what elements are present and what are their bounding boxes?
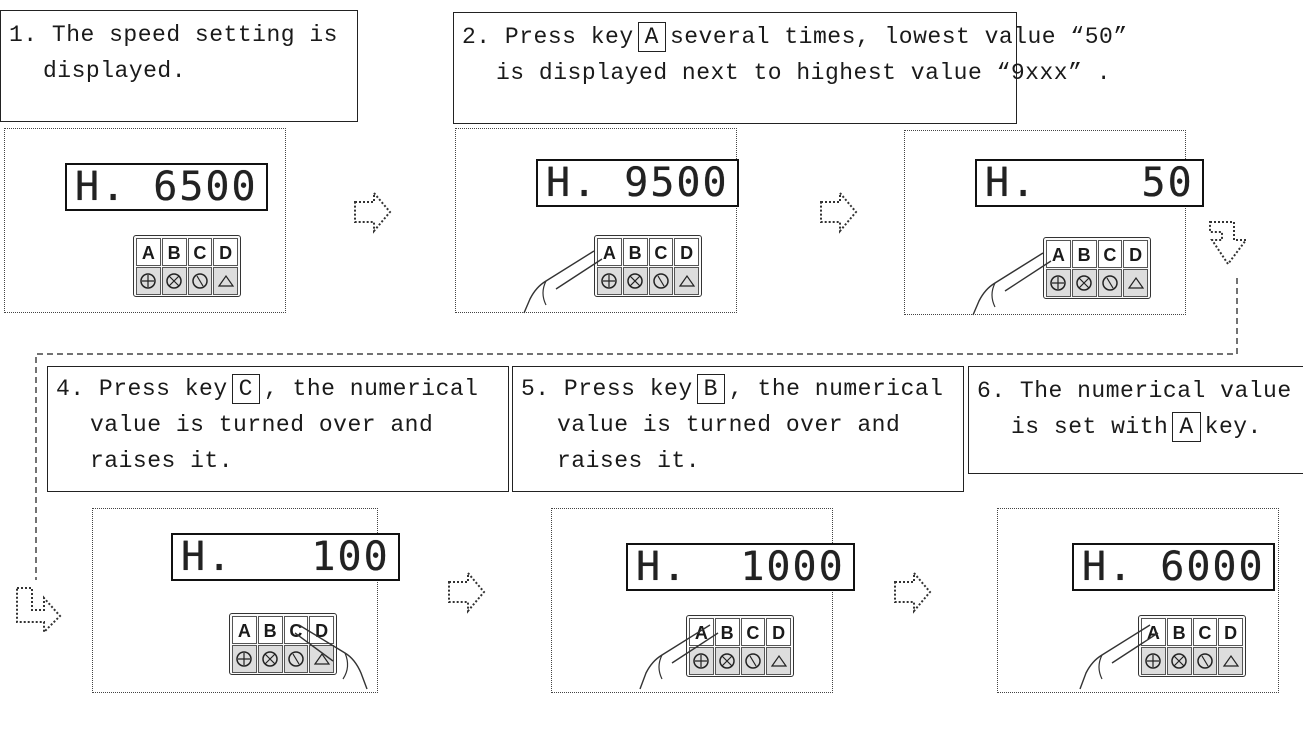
keypad-key-d[interactable]: D [674,238,699,266]
step-5-key-b: B [697,374,725,404]
panel-4: H. 100 A B C D [92,508,378,693]
keypad-key-d[interactable]: D [213,238,238,266]
keypad-key-c[interactable]: C [1098,240,1123,268]
down-arrow-icon [1206,218,1254,274]
step-5-line-1-post: , the numerical [729,376,944,402]
keypad-key-a[interactable]: A [136,238,161,266]
step-2-key-a: A [638,22,666,52]
keypad-key-b[interactable]: B [258,616,283,644]
lcd-display-4: H. 100 [171,533,400,581]
step-5-line-2: value is turned over and [521,407,955,443]
step-5-line-1-pre: 5. Press key [521,376,693,402]
pointing-hand-icon [293,619,377,693]
needle-icon [232,645,257,673]
right-arrow-icon [352,190,394,234]
step-4-line-2: value is turned over and [56,407,500,443]
keypad-key-d[interactable]: D [766,618,791,646]
stop-icon [1218,647,1243,675]
fan-icon [258,645,283,673]
step-1-instruction: 1. The speed setting is displayed. [0,10,358,122]
step-4-line-1-post: , the numerical [264,376,479,402]
step-2-line-1-post: several times, lowest value “50” [670,24,1128,50]
right-arrow-icon [818,190,860,234]
thread-icon [741,647,766,675]
step-4-line-3: raises it. [56,443,500,479]
keypad-key-c[interactable]: C [649,238,674,266]
keypad-key-c[interactable]: C [1193,618,1218,646]
step-6-line-2-post: key. [1205,414,1262,440]
panel-5: H. 1000 A B C D [551,508,833,693]
step-4-line-1-pre: 4. Press key [56,376,228,402]
step-2-line-2: is displayed next to highest value “9xxx… [462,55,1008,91]
panel-6: H. 6000 A B C D [997,508,1279,693]
right-arrow-icon [892,570,934,614]
lcd-display-2: H. 9500 [536,159,739,207]
step-6-key-a: A [1172,412,1200,442]
keypad-key-b[interactable]: B [1072,240,1097,268]
right-arrow-icon [446,570,488,614]
keypad-key-c[interactable]: C [741,618,766,646]
lcd-display-1: H. 6500 [65,163,268,211]
step-2-line-1-pre: 2. Press key [462,24,634,50]
pointing-hand-icon [632,621,722,693]
stop-icon [766,647,791,675]
keypad-key-b[interactable]: B [1167,618,1192,646]
step-4-key-c: C [232,374,260,404]
step-5-line-3: raises it. [521,443,955,479]
step-1-line-1: 1. The speed setting is [9,17,349,53]
lcd-display-3: H. 50 [975,159,1204,207]
keypad-key-c[interactable]: C [188,238,213,266]
keypad-key-d[interactable]: D [1218,618,1243,646]
lcd-display-6: H. 6000 [1072,543,1275,591]
step-6-line-2-pre: is set with [1011,414,1168,440]
keypad-key-b[interactable]: B [623,238,648,266]
keypad-key-b[interactable]: B [162,238,187,266]
lcd-display-5: H. 1000 [626,543,855,591]
pointing-hand-icon [1072,621,1162,693]
step-6-line-1: 6. The numerical value [977,373,1295,409]
fan-icon [1167,647,1192,675]
keypad-key-a[interactable]: A [232,616,257,644]
thread-icon [1193,647,1218,675]
keypad-key-d[interactable]: D [1123,240,1148,268]
step-1-line-2: displayed. [9,53,349,89]
right-arrow-icon [14,584,64,634]
